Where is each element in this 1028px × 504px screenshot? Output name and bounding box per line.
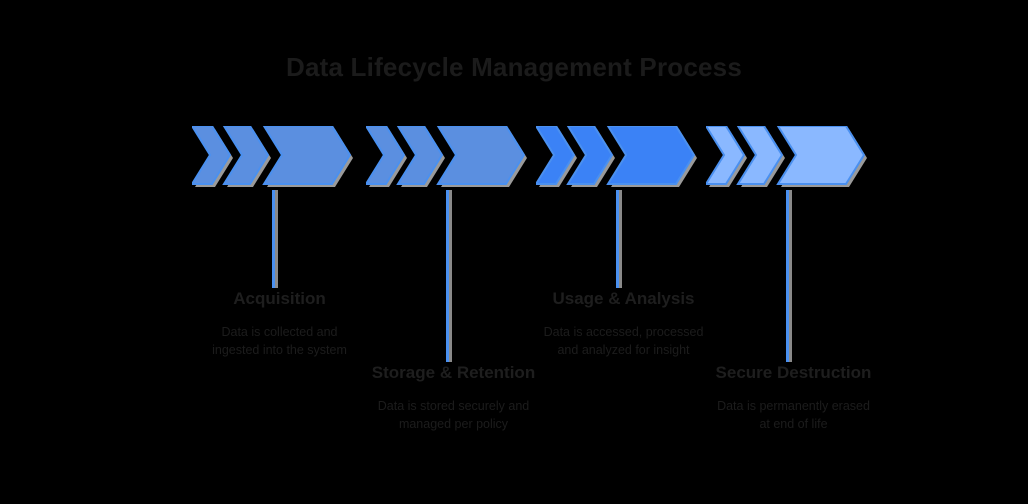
connector-shadow (789, 190, 792, 362)
stage-heading: Secure Destruction (715, 363, 872, 382)
chevron-group-acquisition (192, 126, 367, 190)
stage-label-storage-retention: Storage & Retention Data is stored secur… (366, 362, 541, 433)
connector-line (446, 190, 449, 362)
stage-heading: Acquisition (233, 289, 326, 308)
chevron-arrow-icon (536, 126, 697, 187)
chevron-group-usage-analysis (536, 126, 711, 190)
chevron-group-storage-retention (366, 126, 541, 190)
stage-description: Data is accessed, processed and analyzed… (543, 325, 704, 357)
page-title: Data Lifecycle Management Process (285, 52, 742, 82)
connector-shadow (449, 190, 452, 362)
stage-description: Data is stored securely and managed per … (377, 399, 530, 431)
stage-label-usage-analysis: Usage & Analysis Data is accessed, proce… (536, 288, 711, 359)
connector-line (786, 190, 789, 362)
connector-line (616, 190, 619, 288)
stage-heading: Storage & Retention (371, 363, 536, 382)
chevron-group-secure-destruction (706, 126, 881, 190)
stage-acquisition: Acquisition Data is collected and ingest… (192, 0, 367, 504)
stage-label-secure-destruction: Secure Destruction Data is permanently e… (706, 362, 881, 433)
chevron-arrow-icon (706, 126, 867, 187)
stage-heading: Usage & Analysis (552, 289, 695, 308)
stage-label-acquisition: Acquisition Data is collected and ingest… (192, 288, 367, 359)
connector-line (272, 190, 275, 288)
stage-usage-analysis: Usage & Analysis Data is accessed, proce… (536, 0, 711, 504)
stage-description: Data is collected and ingested into the … (212, 325, 347, 357)
stage-storage-retention: Storage & Retention Data is stored secur… (366, 0, 541, 504)
chevron-arrow-icon (192, 126, 353, 187)
connector-shadow (619, 190, 622, 288)
stage-secure-destruction: Secure Destruction Data is permanently e… (706, 0, 881, 504)
connector-shadow (275, 190, 278, 288)
chevron-arrow-icon (366, 126, 527, 187)
stage-description: Data is permanently erased at end of lif… (717, 399, 870, 431)
